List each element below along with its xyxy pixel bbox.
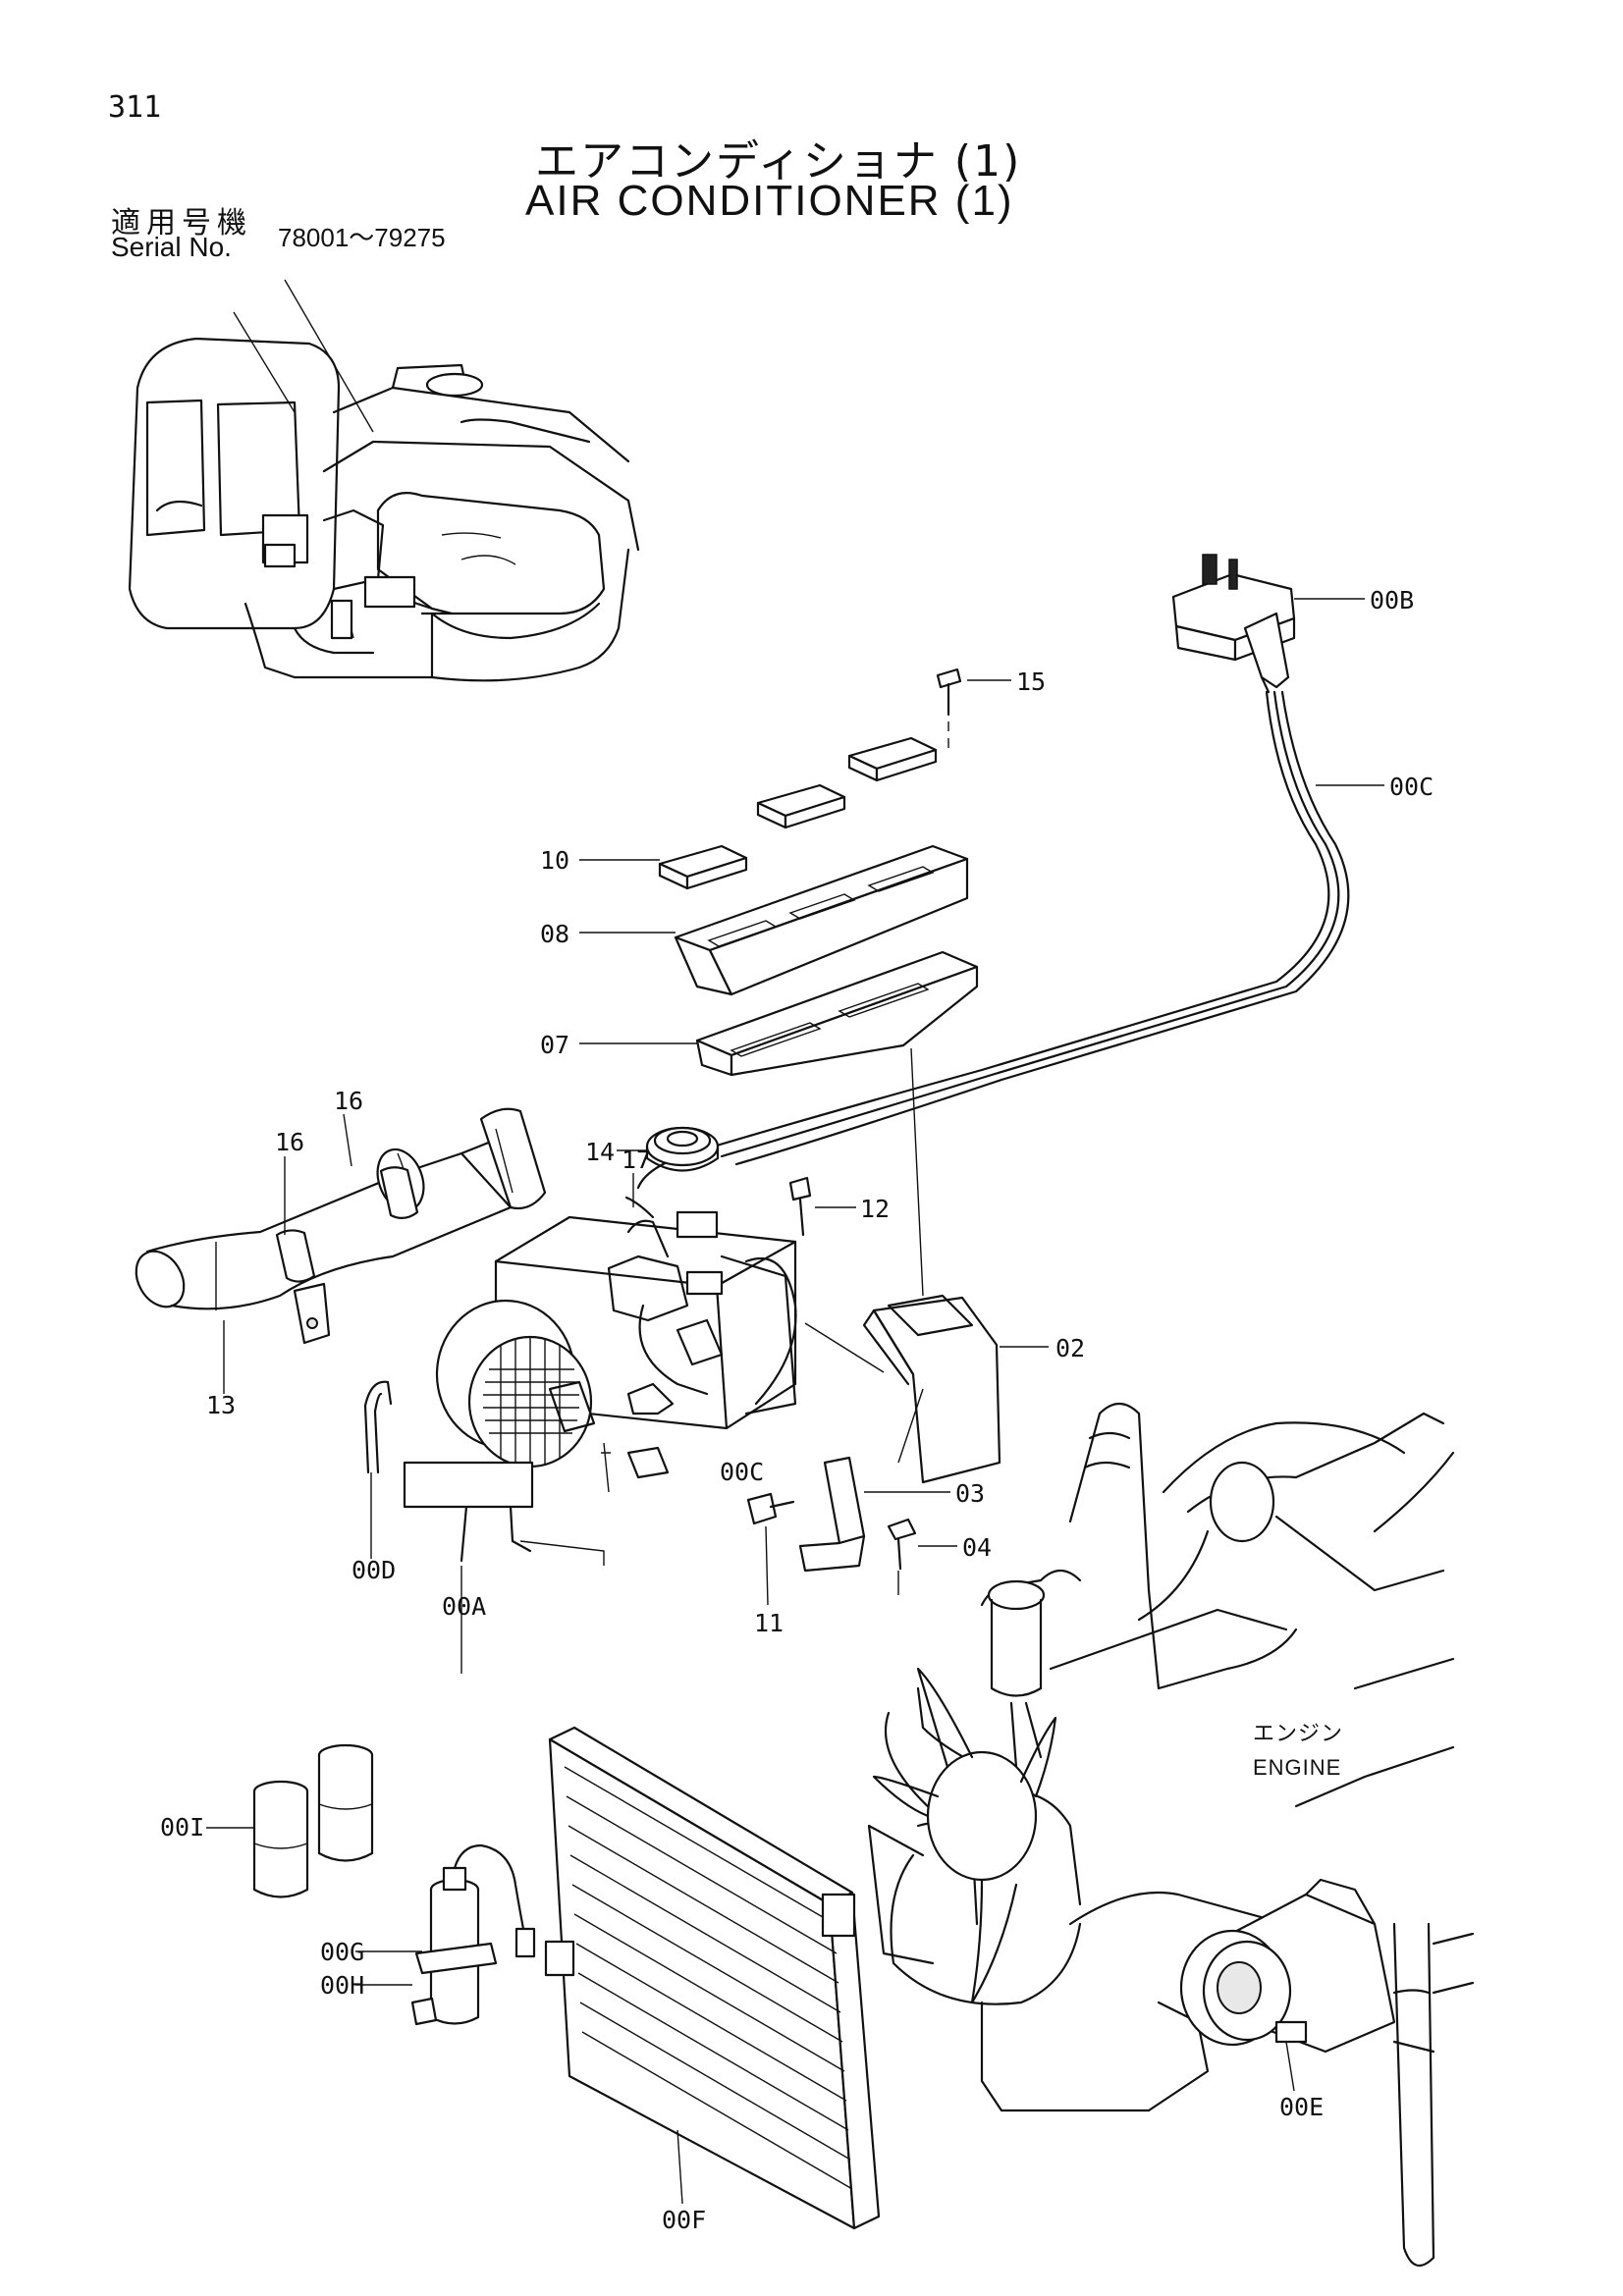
callout-12: 12 [860, 1195, 890, 1223]
callout-04: 04 [962, 1533, 992, 1562]
callout-16-lower: 16 [275, 1128, 304, 1156]
switch-panel-10 [579, 736, 938, 890]
bracket-03 [798, 1388, 950, 1573]
callout-03: 03 [955, 1479, 985, 1508]
panel-07 [579, 950, 979, 1297]
bolt-04 [887, 1518, 957, 1595]
hose-00D [363, 1380, 393, 1559]
page-number: 311 [108, 90, 162, 125]
callout-00A: 00A [442, 1592, 486, 1621]
callout-00C-heater: 00C [720, 1458, 764, 1486]
panel-08 [579, 844, 969, 996]
page-title-japanese: エアコンディショナ (1) [535, 136, 1022, 187]
bolt-11 [746, 1492, 795, 1606]
engine-caption-japanese: エンジン [1253, 1721, 1343, 1745]
connector-17 [624, 1173, 655, 1219]
callout-11: 11 [754, 1609, 784, 1637]
receiver-drier-00G [355, 1843, 536, 2026]
engine-caption-english: ENGINE [1253, 1755, 1341, 1780]
callout-00B: 00B [1370, 586, 1414, 614]
canisters-00I [206, 1743, 374, 1898]
callout-15: 15 [1016, 667, 1046, 696]
excavator-overview-illustration [128, 279, 640, 682]
hose-clamp-16 [275, 1113, 419, 1283]
page-title-english: AIR CONDITIONER (1) [525, 177, 1014, 225]
engine-cooling-fan [872, 1667, 1057, 2004]
serial-label-english: Serial No. [111, 232, 232, 262]
callout-17: 17 [622, 1146, 651, 1174]
compressor-00E [1179, 1878, 1396, 2092]
callout-00D: 00D [352, 1556, 396, 1584]
callout-13: 13 [206, 1391, 236, 1419]
callout-00G: 00G [320, 1938, 364, 1966]
callout-00I: 00I [160, 1813, 204, 1842]
callout-14: 14 [585, 1138, 615, 1166]
serial-range: 78001～79275 [278, 223, 446, 252]
heater-unit-00A [403, 1210, 797, 1674]
callout-00E: 00E [1279, 2093, 1324, 2121]
grommet-14 [617, 1126, 720, 1172]
switch-assembly-00B [1171, 554, 1365, 694]
callout-00C-cable: 00C [1389, 773, 1434, 801]
callout-00F: 00F [662, 2206, 706, 2234]
callout-00H: 00H [320, 1971, 364, 2000]
callout-07: 07 [540, 1031, 569, 1059]
callout-08: 08 [540, 920, 569, 948]
serial-label-japanese: 適用号機 [111, 206, 252, 240]
condenser-00F [544, 1726, 881, 2230]
callout-02: 02 [1055, 1334, 1085, 1362]
duct-02 [804, 1294, 1049, 1484]
callout-16-upper: 16 [334, 1087, 363, 1115]
bolt-15 [936, 667, 1011, 748]
callout-10: 10 [540, 846, 569, 875]
bolt-12 [788, 1176, 856, 1237]
